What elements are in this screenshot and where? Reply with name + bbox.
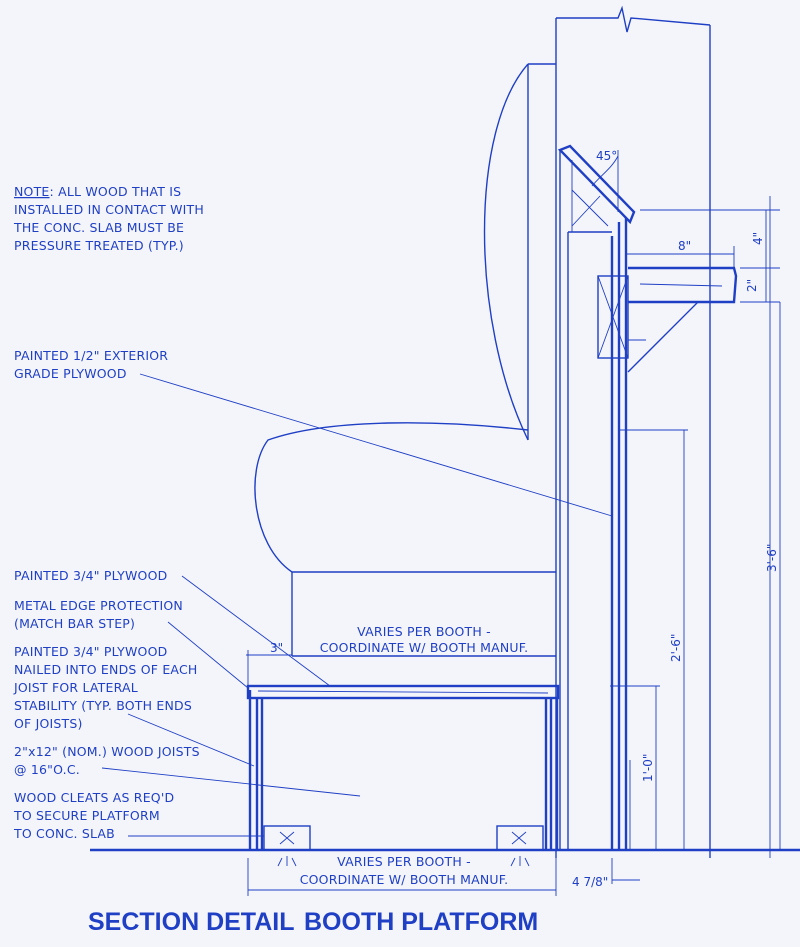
- angle-label: 45°: [596, 149, 617, 163]
- svg-text:2"x12" (NOM.) WOOD JOISTS: 2"x12" (NOM.) WOOD JOISTS: [14, 744, 200, 759]
- dimension-labels: 45° 8" 3" 4 7/8" 4" 2" 3'-6" 2'-6" 1'-0": [270, 149, 779, 889]
- anchor-marks: [277, 856, 530, 867]
- wall-thickness-label: 4 7/8": [572, 875, 608, 889]
- platform-height-label: 1'-0": [641, 754, 655, 782]
- shelf-depth-label: 8": [678, 239, 691, 253]
- note-line-1: NOTE: ALL WOOD THAT IS: [14, 184, 181, 199]
- platform: [246, 684, 560, 851]
- general-note: NOTE: ALL WOOD THAT IS INSTALLED IN CONT…: [13, 184, 204, 253]
- svg-text:PAINTED 3/4" PLYWOOD: PAINTED 3/4" PLYWOOD: [14, 568, 167, 583]
- top-height-label: 4": [751, 232, 765, 245]
- svg-text:OF JOISTS): OF JOISTS): [14, 716, 83, 731]
- svg-text:TO CONC. SLAB: TO CONC. SLAB: [13, 826, 115, 841]
- varies-upper: VARIES PER BOOTH - COORDINATE W/ BOOTH M…: [320, 624, 529, 655]
- svg-text:WOOD CLEATS AS REQ'D: WOOD CLEATS AS REQ'D: [14, 790, 174, 805]
- svg-text:COORDINATE W/ BOOTH MANUF.: COORDINATE W/ BOOTH MANUF.: [320, 640, 529, 655]
- svg-text:STABILITY (TYP. BOTH ENDS: STABILITY (TYP. BOTH ENDS: [14, 698, 192, 713]
- svg-text:PAINTED 1/2" EXTERIOR: PAINTED 1/2" EXTERIOR: [14, 348, 168, 363]
- note-line-4: PRESSURE TREATED (TYP.): [14, 238, 184, 253]
- callout-edge-protection: METAL EDGE PROTECTION (MATCH BAR STEP): [14, 598, 183, 631]
- bar-shelf: [597, 266, 738, 373]
- drawing-title: SECTION DETAIL BOOTH PLATFORM: [88, 908, 538, 936]
- svg-text:@ 16"O.C.: @ 16"O.C.: [14, 762, 80, 777]
- callout-end-plywood: PAINTED 3/4" PLYWOOD NAILED INTO ENDS OF…: [13, 644, 197, 731]
- background-wall: [555, 5, 771, 858]
- wall-height-label: 2'-6": [669, 634, 683, 662]
- varies-lower: VARIES PER BOOTH - COORDINATE W/ BOOTH M…: [300, 854, 509, 887]
- svg-text:JOIST FOR LATERAL: JOIST FOR LATERAL: [13, 680, 138, 695]
- title-section-detail: SECTION DETAIL: [88, 908, 294, 936]
- dimension-lines: [246, 209, 781, 896]
- title-booth-platform: BOOTH PLATFORM: [304, 908, 538, 936]
- overhang-label: 3": [270, 641, 283, 655]
- svg-text:PAINTED 3/4" PLYWOOD: PAINTED 3/4" PLYWOOD: [14, 644, 167, 659]
- callout-top-plywood: PAINTED 3/4" PLYWOOD: [14, 568, 167, 583]
- svg-text:(MATCH BAR STEP): (MATCH BAR STEP): [14, 616, 135, 631]
- note-line-2: INSTALLED IN CONTACT WITH: [14, 202, 204, 217]
- pony-wall: [557, 144, 636, 850]
- svg-text:GRADE PLYWOOD: GRADE PLYWOOD: [14, 366, 127, 381]
- svg-text:TO SECURE PLATFORM: TO SECURE PLATFORM: [13, 808, 160, 823]
- booth-cushion: [254, 63, 556, 657]
- callout-joists: 2"x12" (NOM.) WOOD JOISTS @ 16"O.C.: [14, 744, 200, 777]
- svg-text:NAILED INTO ENDS OF EACH: NAILED INTO ENDS OF EACH: [14, 662, 197, 677]
- note-label: NOTE: [14, 184, 50, 199]
- callout-exterior-plywood: PAINTED 1/2" EXTERIOR GRADE PLYWOOD: [14, 348, 168, 381]
- svg-text:VARIES PER BOOTH -: VARIES PER BOOTH -: [357, 624, 491, 639]
- total-height-label: 3'-6": [765, 544, 779, 572]
- svg-text:VARIES PER BOOTH -: VARIES PER BOOTH -: [337, 854, 471, 869]
- note-line-3: THE CONC. SLAB MUST BE: [13, 220, 184, 235]
- leader-lines: [101, 373, 613, 837]
- shelf-thickness-label: 2": [745, 279, 759, 292]
- svg-text:METAL EDGE PROTECTION: METAL EDGE PROTECTION: [14, 598, 183, 613]
- callout-cleats: WOOD CLEATS AS REQ'D TO SECURE PLATFORM …: [13, 790, 174, 841]
- svg-text:COORDINATE W/ BOOTH MANUF.: COORDINATE W/ BOOTH MANUF.: [300, 872, 509, 887]
